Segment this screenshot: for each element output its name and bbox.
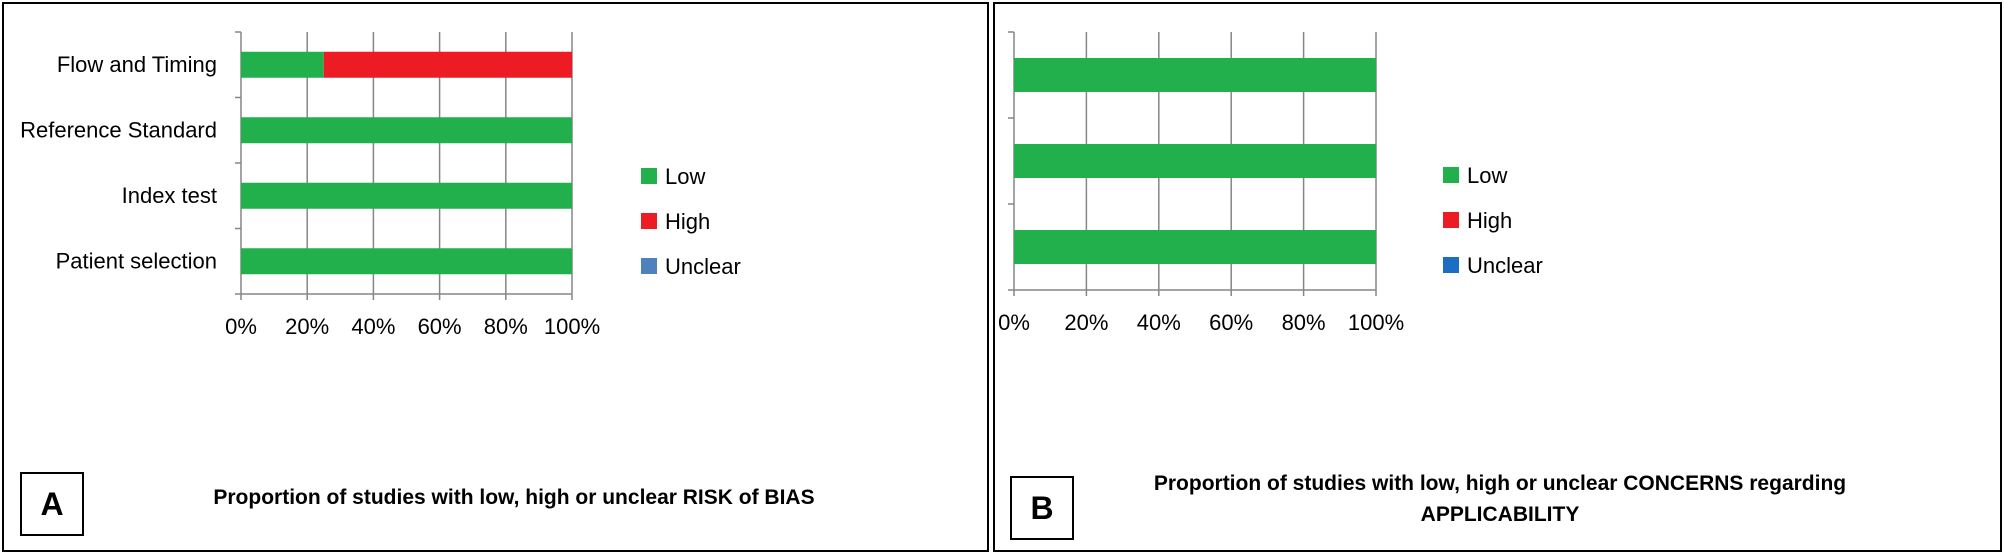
panel-b-caption: Proportion of studies with low, high or … (1153, 472, 1847, 526)
applicability-chart: 0%20%40%60%80%100%Reference StandardInde… (998, 31, 1543, 335)
x-tick-label: 0% (998, 310, 1030, 335)
x-tick-label: 0% (225, 314, 257, 339)
legend-swatch-high (641, 213, 657, 229)
x-tick-label: 80% (1282, 310, 1326, 335)
category-label: Patient selection (56, 248, 217, 273)
x-tick-label: 100% (1348, 310, 1404, 335)
bar-low-index-test (1014, 144, 1376, 178)
bar-low-flow-and-timing (241, 51, 324, 78)
category-label: Flow and Timing (57, 52, 217, 77)
bar-low-index-test (241, 182, 572, 209)
legend-label-unclear: Unclear (1467, 253, 1543, 278)
bar-high-flow-and-timing (323, 51, 572, 78)
category-label: Index test (122, 183, 217, 208)
legend-label-high: High (1467, 208, 1512, 233)
x-tick-label: 60% (418, 314, 462, 339)
panel-a-caption: Proportion of studies with low, high or … (213, 486, 815, 509)
x-tick-label: 80% (484, 314, 528, 339)
bar-low-patient-selection (241, 248, 572, 275)
panel-b: 0%20%40%60%80%100%Reference StandardInde… (993, 2, 2002, 552)
legend-swatch-low (1443, 167, 1459, 183)
bar-low-reference-standard (241, 117, 572, 144)
legend-swatch-unclear (641, 258, 657, 274)
legend-label-low: Low (1467, 163, 1507, 188)
legend-label-unclear: Unclear (665, 254, 741, 279)
x-tick-label: 40% (1137, 310, 1181, 335)
panel-a-label: A (20, 472, 84, 536)
panel-b-label: B (1010, 476, 1074, 540)
bar-low-reference-standard (1014, 58, 1376, 92)
category-label: Reference Standard (20, 117, 217, 142)
legend-swatch-low (641, 168, 657, 184)
x-tick-label: 40% (351, 314, 395, 339)
legend-label-low: Low (665, 164, 705, 189)
risk-of-bias-chart: 0% 20% 40% 60% 80% 100% Flow and TimingReferen… (20, 31, 741, 339)
x-tick-label: 20% (1064, 310, 1108, 335)
bar-low-patient-selection (1014, 230, 1376, 264)
x-tick-label: 100% (544, 314, 600, 339)
x-tick-label: 20% (285, 314, 329, 339)
legend-swatch-high (1443, 212, 1459, 228)
legend-swatch-unclear (1443, 257, 1459, 273)
x-tick-label: 60% (1209, 310, 1253, 335)
legend-label-high: High (665, 209, 710, 234)
